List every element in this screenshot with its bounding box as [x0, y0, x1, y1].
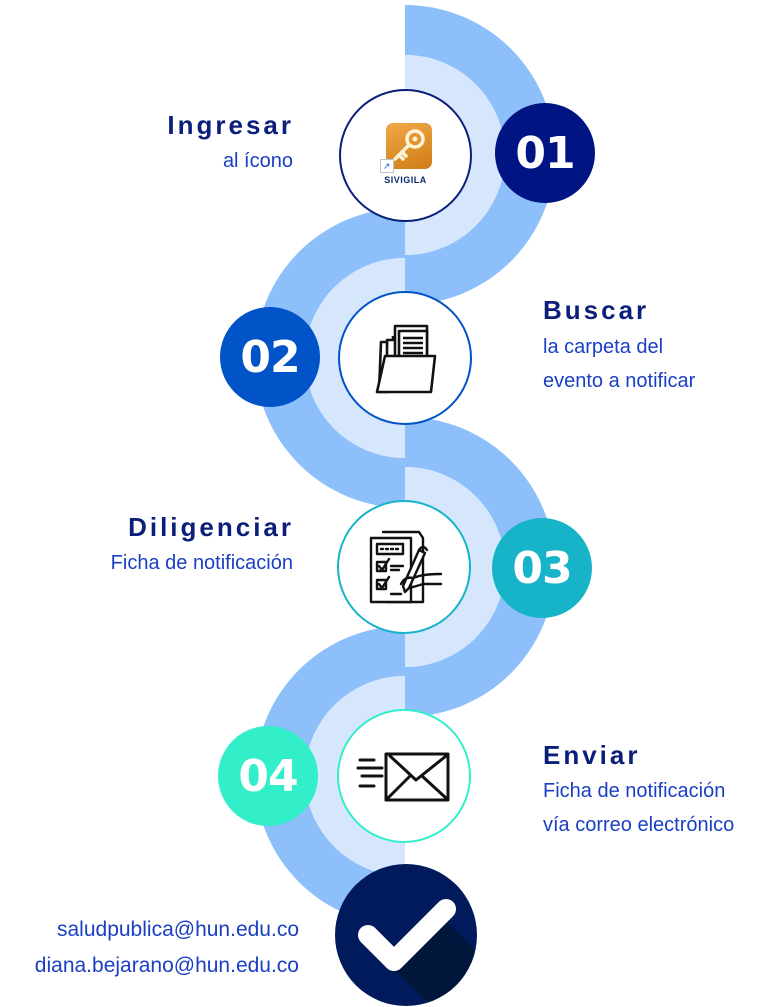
email-diana-bejarano[interactable]: diana.bejarano@hun.edu.co [34, 954, 299, 977]
step-4-number-badge: 04 [218, 726, 318, 826]
step-3-icon-circle [337, 500, 471, 634]
contact-emails: saludpublica@hun.edu.co diana.bejarano@h… [35, 912, 299, 984]
email-saludpublica[interactable]: saludpublica@hun.edu.co [57, 918, 299, 941]
step-3-title: Diligenciar [128, 512, 294, 542]
step-2-desc-line-2: evento a notificar [543, 370, 696, 392]
step-4-icon-circle [337, 709, 471, 843]
step-2-number-badge: 02 [220, 307, 320, 407]
send-email-icon [356, 752, 450, 802]
folder-documents-icon [375, 324, 437, 394]
form-checklist-pen-icon [369, 530, 443, 604]
step-3-number-badge: 03 [492, 518, 592, 618]
step-1-number-badge: 01 [495, 103, 595, 203]
step-3-desc: Ficha de notificación [110, 552, 293, 574]
sivigila-app-icon: ↗ SIVIGILA [374, 121, 438, 191]
step-4-desc-line-2: vía correo electrónico [543, 814, 735, 836]
step-1-icon-circle: ↗ SIVIGILA [339, 89, 472, 222]
step-1-desc: al ícono [222, 150, 293, 172]
step-2-title: Buscar [543, 295, 650, 325]
step-2-desc-line-1: la carpeta del [543, 336, 664, 358]
shortcut-arrow-icon: ↗ [379, 158, 394, 173]
step-2-icon-circle [338, 291, 472, 425]
step-4-desc-line-1: Ficha de notificación [543, 780, 726, 802]
checkmark-icon [335, 864, 477, 1006]
key-icon [385, 122, 432, 169]
app-icon-label: SIVIGILA [384, 174, 427, 185]
step-4-title: Enviar [543, 740, 641, 770]
step-1-title: Ingresar [167, 110, 294, 140]
